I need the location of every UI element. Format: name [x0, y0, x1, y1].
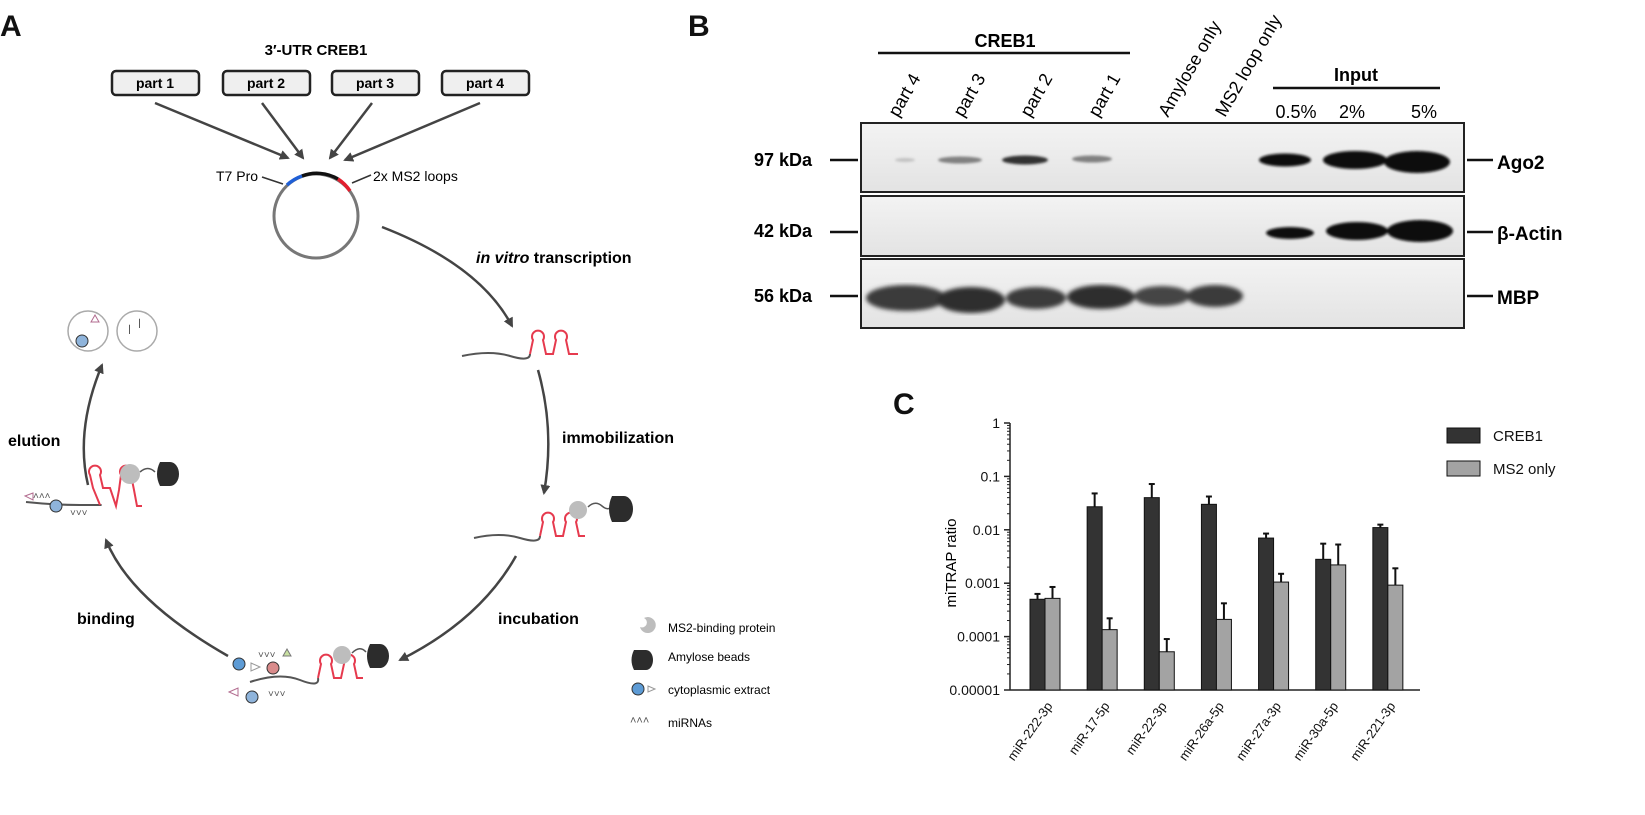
bar — [1315, 558, 1332, 691]
cycle-arrows — [82, 225, 551, 662]
rna-transcript-icon — [461, 329, 578, 360]
step-incubation-label: incubation — [498, 611, 579, 628]
x-tick-label: miR-27a-3p — [1233, 699, 1284, 763]
bar — [1387, 584, 1404, 691]
bar — [1029, 598, 1046, 691]
bar — [1143, 497, 1160, 691]
cytoplasmic-extract-icon — [631, 682, 657, 696]
x-tick-label: miR-17-5p — [1066, 699, 1113, 757]
svg-text:˅˅˅: ˅˅˅ — [70, 508, 88, 519]
part-label-3: part 3 — [356, 75, 394, 91]
lane-label-part1: part 1 — [1084, 70, 1124, 120]
blot-actin — [860, 195, 1465, 257]
input-lane-label-0-5: 0.5% — [1275, 102, 1316, 122]
lane-label-part4: part 4 — [884, 70, 924, 120]
protein-mbp: MBP — [1497, 288, 1540, 309]
immobilized-complex-icon — [473, 496, 633, 542]
lane-label-part3: part 3 — [949, 70, 989, 120]
svg-text:ꟾ: ꟾ — [138, 318, 141, 331]
part-arrows — [154, 101, 481, 162]
part-label-4: part 4 — [466, 75, 504, 91]
bar — [1330, 564, 1347, 691]
legend-swatch — [1446, 460, 1481, 477]
input-lane-label-5: 5% — [1411, 102, 1437, 122]
panel-a-legend: MS2-binding protein Amylose beads cytopl… — [630, 617, 775, 730]
panel-letter-b: B — [688, 10, 710, 43]
y-tick-label: 0.00001 — [949, 682, 1000, 698]
legend-label-extract: cytoplasmic extract — [668, 683, 771, 697]
bar — [1158, 651, 1175, 691]
input-lane-label-2: 2% — [1339, 102, 1365, 122]
ms2-binding-protein-icon — [640, 617, 656, 634]
svg-text:˄˄˄: ˄˄˄ — [630, 715, 649, 727]
construct-title: 3′-UTR CREB1 — [265, 42, 368, 59]
creb1-group-label: CREB1 — [974, 31, 1035, 51]
marker-97kda: 97 kDa — [754, 150, 813, 170]
marker-56kda: 56 kDa — [754, 286, 813, 306]
incubation-complex-icon: ˅˅˅ ˅˅˅ — [227, 644, 389, 704]
blot-mbp — [860, 258, 1465, 329]
x-tick-label: miR-30a-5p — [1290, 699, 1341, 763]
part-label-2: part 2 — [247, 75, 285, 91]
x-tick-label: miR-221-3p — [1347, 699, 1398, 763]
bar — [1044, 597, 1061, 691]
legend-label: MS2 only — [1493, 461, 1556, 478]
legend-swatch — [1446, 427, 1481, 444]
panel-letter-c: C — [893, 388, 915, 421]
protein-actin: β-Actin — [1497, 224, 1562, 245]
legend-label: CREB1 — [1493, 428, 1543, 445]
blot-ago2 — [860, 122, 1465, 193]
y-tick-label: 0.001 — [965, 575, 1000, 591]
bar — [1372, 527, 1389, 691]
bar — [1215, 618, 1232, 691]
y-tick-label: 0.1 — [981, 468, 1001, 484]
part-box-2: part 2 — [221, 69, 312, 97]
protein-ago2: Ago2 — [1497, 153, 1545, 174]
bar — [1200, 503, 1217, 691]
x-tick-label: miR-222-3p — [1004, 699, 1055, 763]
y-axis-title: miTRAP ratio — [943, 519, 960, 608]
marker-42kda: 42 kDa — [754, 221, 813, 241]
panel-letter-a: A — [0, 10, 22, 43]
legend-label-ms2-protein: MS2-binding protein — [668, 621, 775, 635]
input-group-label: Input — [1334, 65, 1378, 85]
bar — [1258, 537, 1275, 691]
part-box-3: part 3 — [330, 69, 421, 97]
svg-text:˅˅˅: ˅˅˅ — [268, 689, 286, 700]
t7-promoter-label: T7 Pro — [216, 168, 258, 184]
step-elution-label: elution — [8, 433, 60, 450]
lane-label-part2: part 2 — [1016, 70, 1056, 120]
panel-c: C miTRAP ratio 1 0.1 0.01 0.001 0.0001 0.0000… — [893, 388, 1556, 763]
panel-a: A 3′-UTR CREB1 part 1 part 2 part 3 part… — [0, 10, 775, 730]
step-transcription-label: in vitro transcription — [476, 250, 632, 267]
x-tick-label: miR-22-3p — [1123, 699, 1170, 757]
step-binding-label: binding — [77, 611, 135, 628]
part-box-1: part 1 — [110, 69, 201, 97]
bar — [1086, 506, 1103, 691]
step-immobilization-label: immobilization — [562, 430, 674, 447]
panel-b: B CREB1 part 4 part 3 part 2 part 1 Amyl… — [688, 10, 1562, 329]
x-tick-label: miR-26a-5p — [1176, 699, 1227, 763]
legend-label-mirna: miRNAs — [668, 716, 712, 730]
amylose-bead-icon — [631, 650, 653, 670]
part-box-4: part 4 — [440, 69, 531, 97]
y-tick-label: 1 — [992, 415, 1000, 431]
elution-products-icon: ꟾ ꟾ — [67, 310, 158, 352]
y-tick-label: 0.0001 — [957, 629, 1000, 645]
svg-text:˅˅˅: ˅˅˅ — [258, 650, 276, 661]
binding-complex-icon: ˄˄˄ ˅˅˅ — [23, 462, 179, 519]
part-label-1: part 1 — [136, 75, 174, 91]
bar — [1101, 629, 1118, 691]
svg-text:ꟾ: ꟾ — [128, 324, 131, 337]
y-tick-label: 0.01 — [973, 522, 1000, 538]
ms2-loops-label: 2x MS2 loops — [373, 168, 458, 184]
mirna-icon: ˄˄˄ — [630, 715, 649, 727]
bar — [1273, 581, 1290, 691]
legend-label-amylose: Amylose beads — [668, 650, 750, 664]
svg-text:˄˄˄: ˄˄˄ — [33, 491, 51, 502]
plasmid-icon — [272, 171, 360, 260]
